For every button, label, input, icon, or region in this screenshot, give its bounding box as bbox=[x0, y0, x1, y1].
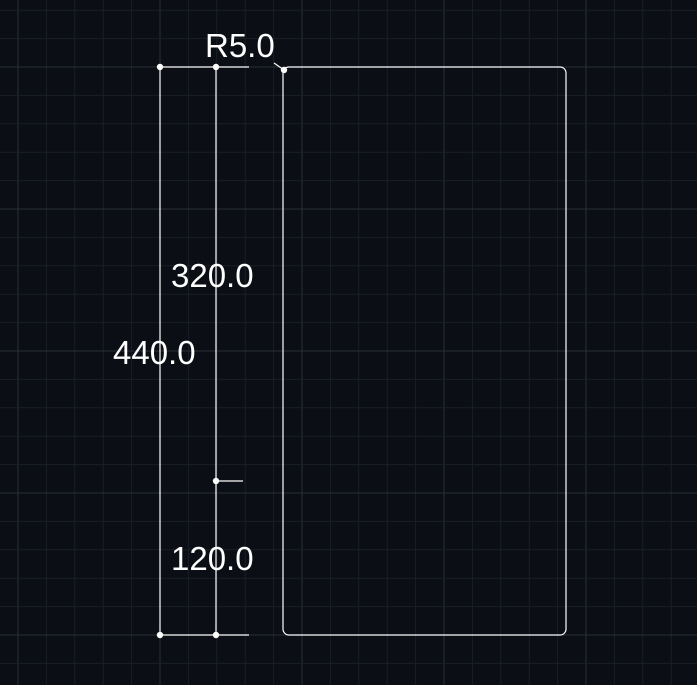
grip-point[interactable] bbox=[280, 66, 288, 74]
grip-point[interactable] bbox=[156, 631, 164, 639]
upper-height-dimension-label[interactable]: 320.0 bbox=[171, 257, 254, 294]
grip-point[interactable] bbox=[156, 63, 164, 71]
radius-dimension-label[interactable]: R5.0 bbox=[205, 27, 275, 64]
grip-point[interactable] bbox=[212, 631, 220, 639]
total-height-dimension-label[interactable]: 440.0 bbox=[113, 334, 196, 371]
dimension-geometry bbox=[159, 62, 567, 636]
grip-point[interactable] bbox=[212, 477, 220, 485]
grip-points bbox=[156, 63, 288, 639]
dimension-labels: R5.0 320.0 440.0 120.0 bbox=[113, 27, 275, 577]
panel-outline[interactable] bbox=[282, 66, 567, 636]
grip-point[interactable] bbox=[212, 63, 220, 71]
lower-height-dimension-label[interactable]: 120.0 bbox=[171, 540, 254, 577]
